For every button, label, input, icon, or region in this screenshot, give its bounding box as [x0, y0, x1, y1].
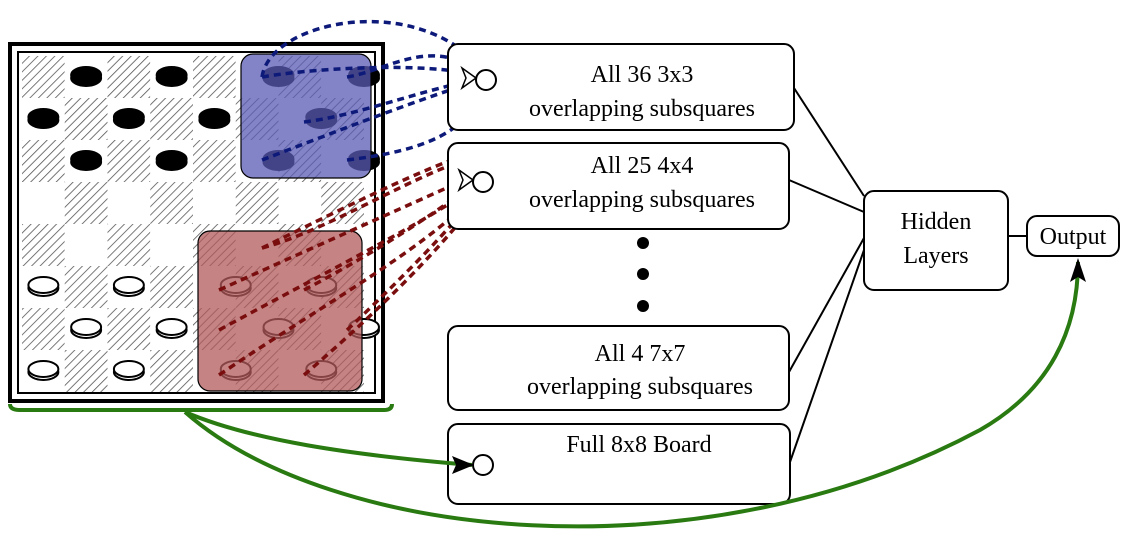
white-piece	[112, 360, 145, 381]
ellipsis-dot	[637, 300, 649, 312]
dark-square	[107, 140, 151, 182]
black-piece	[155, 150, 188, 171]
dark-square	[64, 350, 108, 392]
dark-square	[193, 140, 236, 182]
input-node-4x4	[472, 171, 494, 193]
box-7x7: All 4 7x7 overlapping subsquares	[447, 325, 790, 411]
ellipsis-dot	[637, 268, 649, 280]
dark-square	[64, 182, 108, 224]
board-bracket	[8, 403, 394, 412]
box-7x7-line1: All 4 7x7	[595, 341, 686, 367]
dark-square	[150, 98, 193, 140]
box-full-board-label: Full 8x8 Board	[566, 432, 711, 458]
light-square	[22, 182, 65, 224]
box-7x7-line2: overlapping subsquares	[527, 374, 753, 400]
black-piece	[27, 108, 60, 129]
box-4x4-line2: overlapping subsquares	[529, 187, 755, 213]
arrowhead-3x3	[460, 65, 478, 91]
box-hidden-layers: Hidden Layers	[863, 190, 1009, 291]
white-piece	[112, 276, 145, 297]
box-3x3-line1: All 36 3x3	[591, 62, 694, 88]
dark-square	[150, 350, 193, 392]
box-4x4: All 25 4x4 overlapping subsquares	[447, 142, 790, 230]
subsquare-3x3-highlight	[240, 53, 372, 179]
box-3x3-line2: overlapping subsquares	[529, 96, 755, 122]
white-piece	[70, 318, 103, 339]
box-3x3: All 36 3x3 overlapping subsquares	[447, 43, 795, 131]
black-piece	[70, 66, 103, 87]
hidden-line1: Hidden	[901, 209, 972, 235]
box-4x4-line1: All 25 4x4	[591, 153, 694, 179]
dark-square	[193, 56, 236, 98]
dark-square	[150, 182, 193, 224]
full-board-connections	[8, 261, 1080, 529]
ellipsis-dot	[637, 237, 649, 249]
input-node-3x3	[475, 69, 497, 91]
arrowhead-4x4	[457, 167, 475, 193]
box-output: Output	[1026, 215, 1120, 257]
box-full-board: Full 8x8 Board	[447, 423, 791, 505]
dark-square	[107, 308, 151, 350]
green-arrowhead-full	[452, 456, 474, 474]
white-piece	[155, 318, 188, 339]
output-label: Output	[1040, 224, 1107, 250]
green-arrow-to-full	[184, 410, 473, 467]
black-piece	[155, 66, 188, 87]
white-piece	[27, 276, 60, 297]
light-square	[150, 224, 193, 266]
dark-square	[22, 224, 65, 266]
light-square	[278, 182, 322, 224]
hidden-connections	[788, 87, 1027, 463]
black-piece	[70, 150, 103, 171]
black-piece	[112, 108, 145, 129]
light-square	[107, 182, 151, 224]
green-arrow-to-output	[183, 261, 1080, 529]
subsquare-4x4-highlight	[197, 230, 363, 392]
dark-square	[107, 56, 151, 98]
dark-square	[64, 98, 108, 140]
light-square	[193, 182, 236, 224]
white-piece	[27, 360, 60, 381]
dark-square	[22, 308, 65, 350]
input-node-full	[472, 454, 494, 476]
hidden-line2: Layers	[903, 243, 968, 269]
ellipsis-dots	[637, 237, 649, 312]
dark-square	[150, 266, 193, 308]
dark-square	[22, 140, 65, 182]
dark-square	[235, 182, 279, 224]
dark-square	[22, 56, 65, 98]
dark-square	[64, 266, 108, 308]
light-square	[64, 224, 108, 266]
dark-square	[107, 224, 151, 266]
black-piece	[198, 108, 231, 129]
green-arrowhead-output	[1070, 258, 1086, 282]
checkers-board	[8, 42, 385, 403]
